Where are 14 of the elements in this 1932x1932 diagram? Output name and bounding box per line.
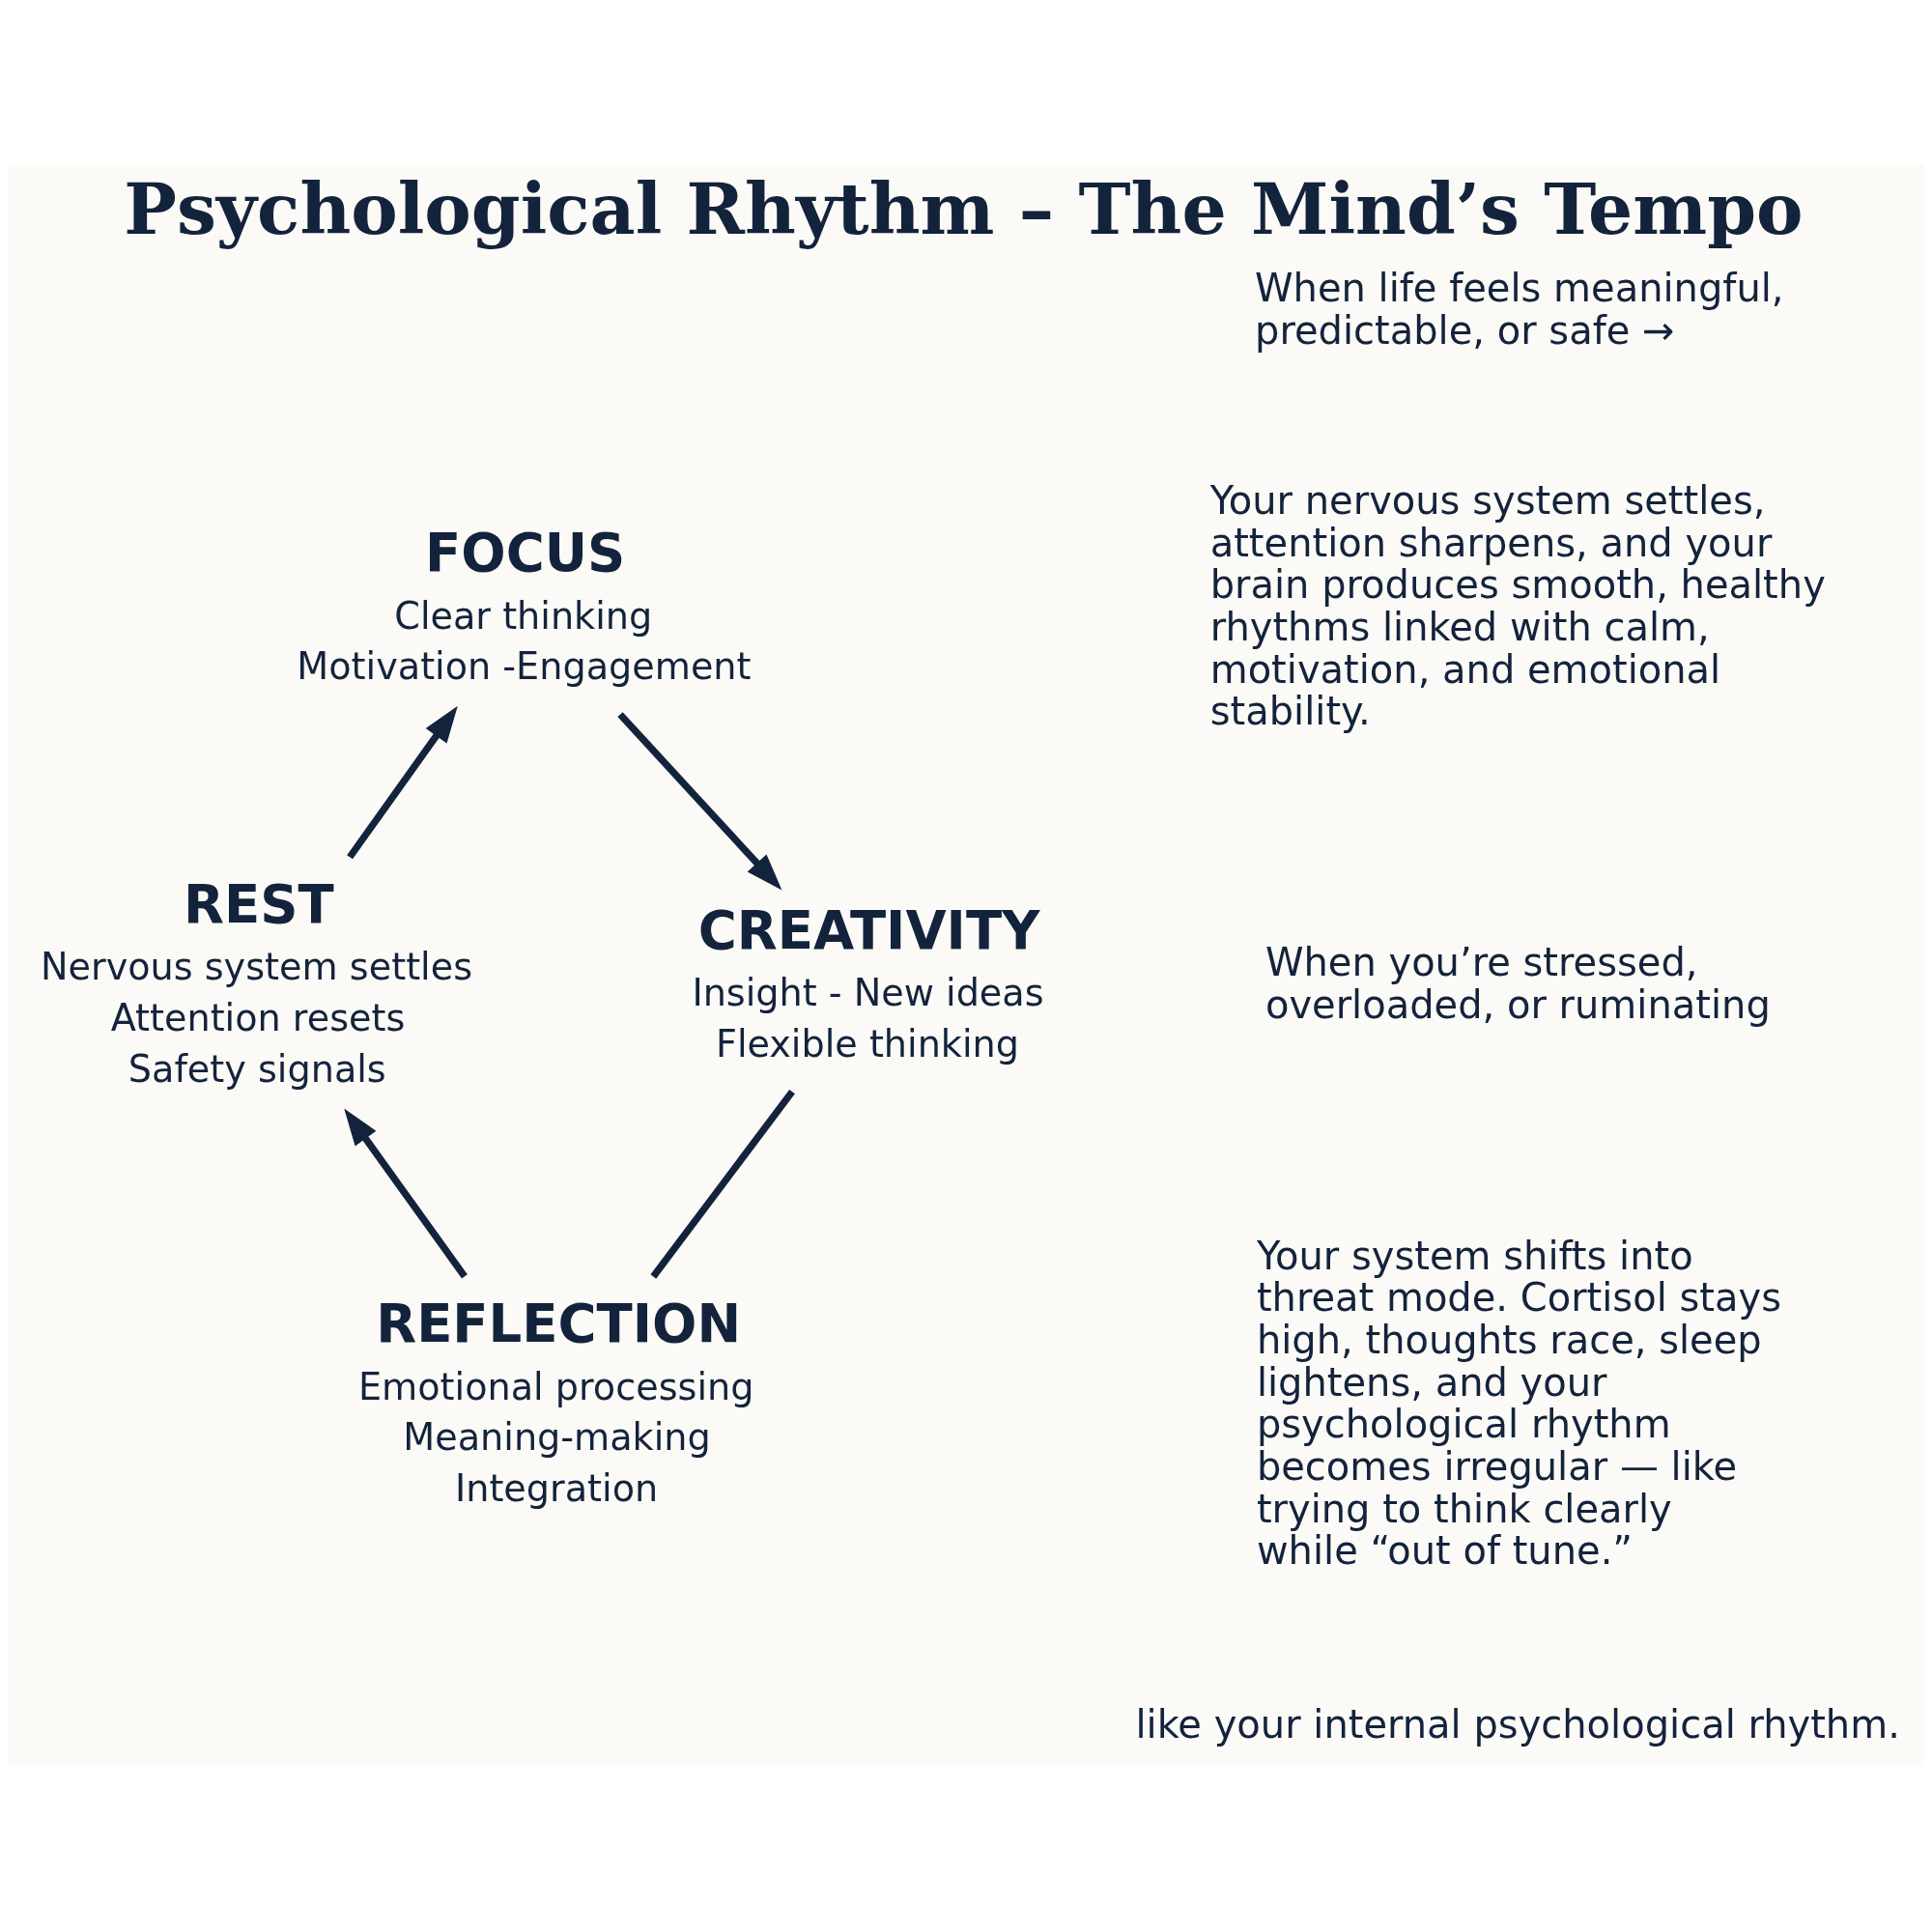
- node-text: REFLECTION Emotional processing Meaning-making Integration: [357, 1293, 754, 1511]
- connector: [650, 1089, 795, 1279]
- node-text: FOCUS Clear thinking Motivation -Engagement: [297, 521, 752, 689]
- arrow: [617, 712, 782, 891]
- label: Your system shifts into threat mode. Cortisol stays high, thoughts race, sleep lightens, and your psychological rhythm becomes irregular — like trying to think clearly while “out of tune.”: [1256, 1233, 1781, 1574]
- arrow: [344, 1108, 468, 1279]
- label: like your internal psychological rhythm.: [1135, 1702, 1900, 1747]
- label: When you’re stressed, overloaded, or ruminating: [1264, 940, 1771, 1027]
- node-text: REST Nervous system settles Attention resets Safety signals: [40, 872, 473, 1091]
- arrow: [347, 705, 458, 860]
- label: Your nervous system settles, attention sharpens, and your brain produces smooth, healthy rhythms linked with calm, motivation, and emotional stability.: [1209, 478, 1826, 734]
- label: When life feels meaningful, predictable, or safe →: [1255, 266, 1784, 353]
- diagram-title: Psychological Rhythm – The Mind’s Tempo: [124, 167, 1804, 250]
- node-text: CREATIVITY Insight - New ideas Flexible thinking: [692, 898, 1044, 1066]
